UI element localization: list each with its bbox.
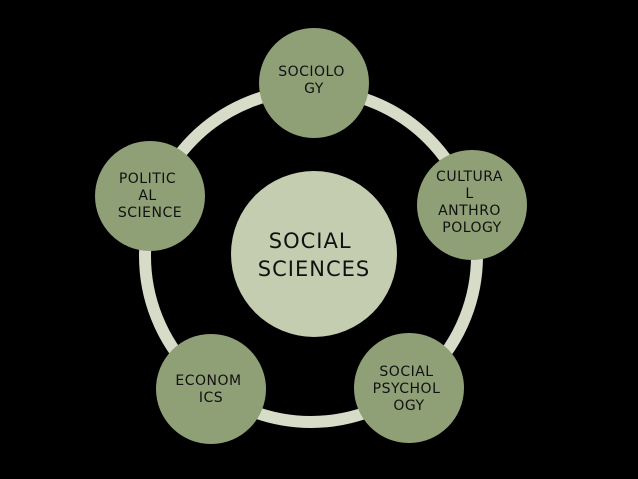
node-label-line: POLOGY	[442, 220, 502, 236]
node-label-line: ECONOM	[175, 373, 241, 389]
node-social-psychology: SOCIAL PSYCHOL OGY	[354, 333, 464, 443]
node-label-line: L	[465, 186, 473, 202]
center-label-line: SOCIAL	[269, 229, 352, 253]
center-circle	[231, 171, 397, 337]
center-label-line: SCIENCES	[258, 257, 370, 281]
node-label-line: AL	[138, 188, 156, 204]
node-sociology: SOCIOLO GY	[259, 28, 369, 138]
node-label-line: CULTURA	[436, 169, 503, 185]
node-label-line: SCIENCE	[118, 205, 182, 221]
node-label-line: ICS	[199, 390, 223, 406]
center-label: SOCIAL SCIENCES	[258, 229, 370, 281]
node-label-line: SOCIAL	[379, 364, 433, 380]
node-label-line: SOCIOLO	[278, 64, 345, 80]
node-label-line: OGY	[393, 398, 424, 414]
node-label: CULTURA L ANTHRO POLOGY	[436, 169, 508, 236]
node-label: SOCIOLO GY	[278, 64, 350, 97]
node-cultural-anthropology: CULTURA L ANTHRO POLOGY	[417, 150, 527, 260]
center-node: SOCIAL SCIENCES	[231, 171, 397, 337]
node-label: ECONOM ICS	[175, 373, 246, 406]
node-label-line: PSYCHOL	[373, 381, 441, 397]
node-circle	[354, 333, 464, 443]
node-label-line: ANTHRO	[438, 203, 501, 219]
node-circle	[95, 141, 205, 251]
node-label: POLITIC AL SCIENCE	[118, 171, 182, 221]
node-label-line: GY	[304, 81, 324, 97]
node-political-science: POLITIC AL SCIENCE	[95, 141, 205, 251]
node-label: SOCIAL PSYCHOL OGY	[373, 364, 446, 414]
node-circle	[417, 150, 527, 260]
node-label-line: POLITIC	[119, 171, 176, 187]
node-circle	[156, 334, 266, 444]
node-circle	[259, 28, 369, 138]
node-economics: ECONOM ICS	[156, 334, 266, 444]
